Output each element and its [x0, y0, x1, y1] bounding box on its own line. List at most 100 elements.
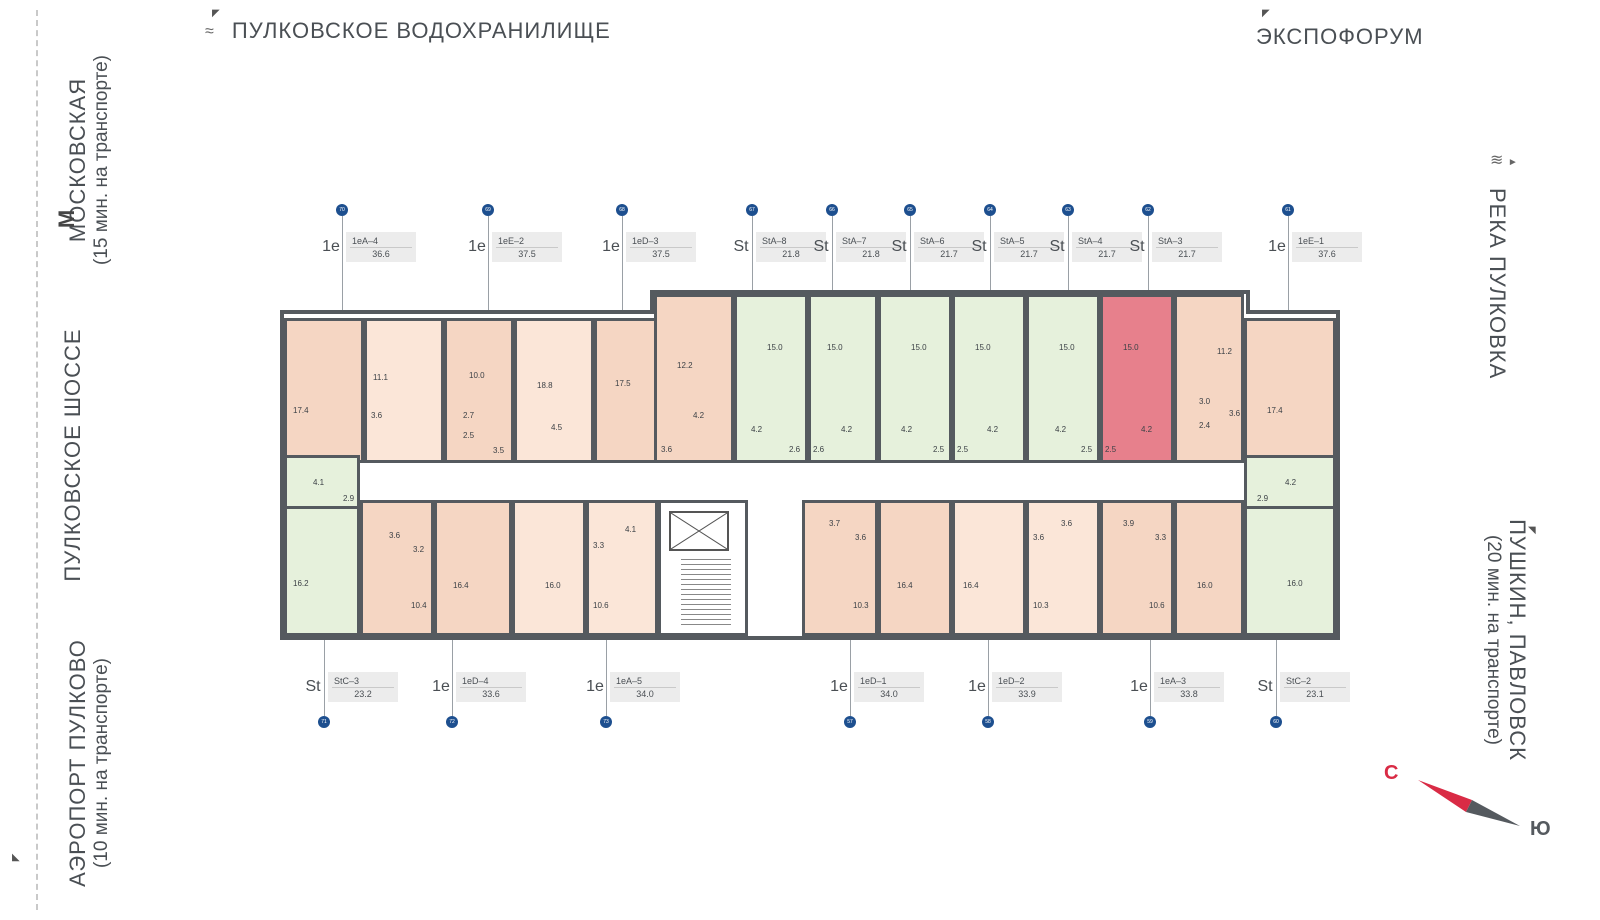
apartment-number-badge[interactable]: 72 [446, 716, 458, 728]
leader-line [324, 628, 325, 716]
unit-rooms: 1е [830, 678, 848, 695]
unit-code: StA–8 [762, 235, 787, 246]
apartment-number-badge[interactable]: 68 [616, 204, 628, 216]
landmark-airport-time: (10 мин. на транспорте) [91, 657, 112, 869]
apartment-60[interactable]: 16.0 [1244, 506, 1336, 636]
apartment-73a[interactable]: 16.0 [512, 500, 586, 636]
apartment-number-badge[interactable]: 67 [746, 204, 758, 216]
arrow-icon: ◤ [212, 8, 220, 19]
apartment-61[interactable]: 17.4 [1244, 318, 1336, 463]
water-icon: ≈ [205, 23, 215, 40]
leader-line [1288, 216, 1289, 326]
landmark-moskovskaya: МОСКОВСКАЯ (15 мин. на транспорте) [65, 30, 135, 290]
apartment-number-badge[interactable]: 59 [1144, 716, 1156, 728]
leader-line [606, 628, 607, 716]
apartment-57[interactable]: 16.4 [878, 500, 952, 636]
unit-code: 1eD–1 [860, 675, 887, 686]
unit-rooms: St [1257, 678, 1273, 695]
unit-code: 1eD–2 [998, 675, 1025, 686]
apartment-number-badge[interactable]: 65 [904, 204, 916, 216]
unit-code: 1eD–3 [632, 235, 659, 246]
apartment-number-badge[interactable]: 70 [336, 204, 348, 216]
apartment-number-badge[interactable]: 66 [826, 204, 838, 216]
apartment-number-badge[interactable]: 69 [482, 204, 494, 216]
apartment-number-badge[interactable]: 63 [1062, 204, 1074, 216]
unit-area: 33.9 [996, 686, 1058, 700]
unit-code: 1eD–4 [462, 675, 489, 686]
unit-area: 37.6 [1296, 246, 1358, 260]
apartment-72[interactable]: 16.4 [434, 500, 512, 636]
unit-area: 33.6 [460, 686, 522, 700]
arrow-icon: ◥ [1528, 525, 1536, 536]
leader-line [850, 628, 851, 716]
unit-rooms: St [891, 238, 907, 255]
apartment-number-badge[interactable]: 71 [318, 716, 330, 728]
apartment-number-badge[interactable]: 62 [1142, 204, 1154, 216]
apartment-number-badge[interactable]: 64 [984, 204, 996, 216]
apartment-number-badge[interactable]: 57 [844, 716, 856, 728]
apartment-number-badge[interactable]: 73 [600, 716, 612, 728]
leader-line [832, 216, 833, 326]
apartment-59[interactable]: 16.0 [1174, 500, 1244, 636]
unit-area: 21.7 [998, 246, 1060, 260]
apartment-70[interactable]: 17.4 [284, 318, 364, 463]
unit-rooms: St [813, 238, 829, 255]
leader-line [990, 216, 991, 326]
leader-line [342, 216, 343, 326]
apartment-number-badge[interactable]: 58 [982, 716, 994, 728]
unit-area: 21.8 [760, 246, 822, 260]
unit-code: StA–6 [920, 235, 945, 246]
apartment-58a[interactable]: 16.4 [952, 500, 1026, 636]
landmark-pushkin-label: ПУШКИН, ПАВЛОВСК [1505, 519, 1530, 761]
apartment-number-badge[interactable]: 60 [1270, 716, 1282, 728]
apartment-71[interactable]: 16.2 [284, 506, 360, 636]
unit-area: 37.5 [496, 246, 558, 260]
metro-icon: М [54, 209, 80, 229]
compass: С Ю [1380, 760, 1580, 850]
apartment-number-badge[interactable]: 61 [1282, 204, 1294, 216]
landmark-expoforum-label: ЭКСПОФОРУМ [1256, 24, 1424, 49]
